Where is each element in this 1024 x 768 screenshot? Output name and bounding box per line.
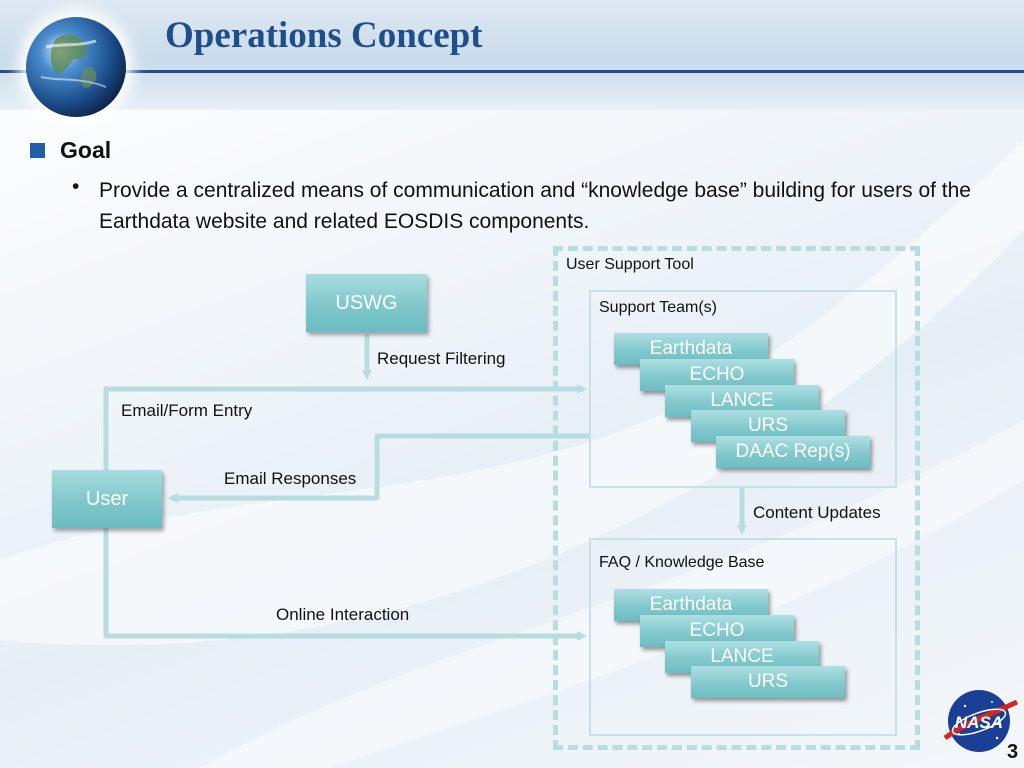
header-band	[0, 0, 1024, 110]
support-stack-item: Earthdata	[614, 333, 768, 365]
support-stack-item: DAAC Rep(s)	[716, 436, 870, 468]
goal-bullet-square	[30, 143, 45, 158]
uswg-box: USWG	[306, 274, 427, 332]
online-interaction-label: Online Interaction	[276, 605, 410, 624]
arrow-email-responses	[168, 433, 589, 503]
page-number: 3	[1007, 741, 1019, 763]
support-teams-frame	[589, 290, 897, 488]
kb-stack-item: URS	[691, 666, 845, 698]
slide-title: Operations Concept	[165, 15, 483, 56]
email-responses-label: Email Responses	[224, 469, 357, 488]
arrow-online-interaction	[103, 528, 587, 641]
bullet-dot: •	[72, 175, 80, 198]
support-teams-label: Support Team(s)	[599, 299, 717, 316]
nasa-logo-icon: NASA	[943, 690, 1019, 752]
user-support-tool-label: User Support Tool	[566, 256, 694, 273]
arrow-email-form-entry	[103, 384, 587, 470]
header-divider	[0, 70, 1024, 73]
earth-globe-icon	[26, 17, 126, 117]
goal-description: Provide a centralized means of communica…	[99, 179, 971, 233]
faq-knowledge-base-label: FAQ / Knowledge Base	[599, 554, 765, 571]
svg-text:NASA: NASA	[955, 713, 1003, 732]
user-support-tool-frame	[553, 246, 920, 750]
user-box: User	[52, 470, 162, 528]
faq-knowledge-base-frame	[589, 538, 897, 736]
request-filtering-label: Request Filtering	[377, 349, 506, 368]
goal-label: Goal	[60, 137, 112, 163]
content-updates-label: Content Updates	[753, 503, 881, 522]
email-form-entry-label: Email/Form Entry	[121, 401, 253, 420]
